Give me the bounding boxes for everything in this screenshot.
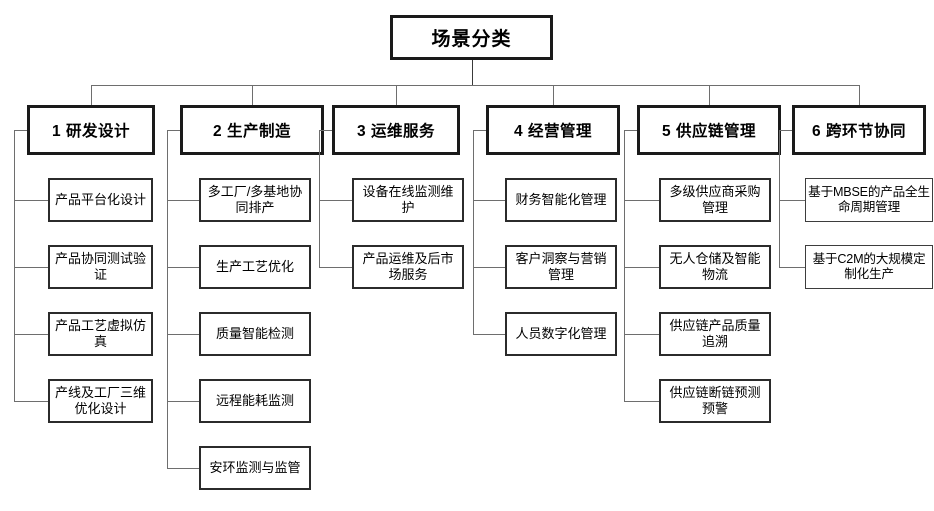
leaf-connector-4-1 <box>473 200 505 201</box>
leaf-node-label: 生产工艺优化 <box>215 259 294 275</box>
category-drop-connector-4 <box>553 85 554 105</box>
root-stem-connector <box>472 60 473 85</box>
category-header-label: 2 生产制造 <box>213 123 291 140</box>
leaf-node-label: 安环监测与监管 <box>209 460 301 476</box>
root-node[interactable]: 场景分类 <box>390 15 553 60</box>
leaf-connector-3-2 <box>319 267 352 268</box>
category-header-label: 3 运维服务 <box>357 123 435 140</box>
category-header-label: 1 研发设计 <box>52 123 130 140</box>
leaf-connector-6-1 <box>779 200 805 201</box>
leaf-connector-1-1 <box>14 200 48 201</box>
leaf-node-label: 产品运维及后市场服务 <box>362 251 454 282</box>
leaf-connector-2-2 <box>167 267 199 268</box>
leaf-connector-1-4 <box>14 401 48 402</box>
leaf-node-4-3[interactable]: 人员数字化管理 <box>505 312 617 356</box>
leaf-connector-4-3 <box>473 334 505 335</box>
category-header-label: 5 供应链管理 <box>662 123 756 140</box>
category-drop-connector-1 <box>91 85 92 105</box>
leaf-connector-6-2 <box>779 267 805 268</box>
leaf-connector-2-4 <box>167 401 199 402</box>
leaf-node-2-3[interactable]: 质量智能检测 <box>199 312 311 356</box>
category-header-2[interactable]: 2 生产制造 <box>180 105 324 155</box>
category-trunk-2 <box>167 130 168 468</box>
category-trunk-1 <box>14 130 15 401</box>
category-trunk-entry-3 <box>319 130 332 131</box>
category-drop-connector-5 <box>709 85 710 105</box>
leaf-node-label: 产品平台化设计 <box>55 192 147 208</box>
leaf-connector-2-3 <box>167 334 199 335</box>
category-drop-connector-2 <box>252 85 253 105</box>
leaf-connector-5-3 <box>624 334 659 335</box>
leaf-node-label: 质量智能检测 <box>215 326 294 342</box>
leaf-node-1-2[interactable]: 产品协同测试验证 <box>48 245 153 289</box>
category-trunk-4 <box>473 130 474 334</box>
leaf-node-1-3[interactable]: 产品工艺虚拟仿真 <box>48 312 153 356</box>
leaf-node-5-2[interactable]: 无人仓储及智能物流 <box>659 245 771 289</box>
category-trunk-entry-6 <box>779 130 792 131</box>
category-drop-connector-3 <box>396 85 397 105</box>
leaf-connector-1-2 <box>14 267 48 268</box>
leaf-node-2-2[interactable]: 生产工艺优化 <box>199 245 311 289</box>
category-trunk-6 <box>779 130 780 267</box>
category-header-3[interactable]: 3 运维服务 <box>332 105 460 155</box>
leaf-node-2-4[interactable]: 远程能耗监测 <box>199 379 311 423</box>
leaf-connector-2-5 <box>167 468 199 469</box>
leaf-node-label: 供应链断链预测预警 <box>669 385 761 416</box>
category-header-label: 6 跨环节协同 <box>812 123 906 140</box>
category-header-1[interactable]: 1 研发设计 <box>27 105 155 155</box>
leaf-node-label: 客户洞察与营销管理 <box>515 251 607 282</box>
category-header-label: 4 经营管理 <box>514 123 592 140</box>
leaf-connector-5-4 <box>624 401 659 402</box>
leaf-connector-2-1 <box>167 200 199 201</box>
leaf-node-5-1[interactable]: 多级供应商采购管理 <box>659 178 771 222</box>
leaf-node-label: 多工厂/多基地协同排产 <box>207 184 303 215</box>
leaf-node-label: 设备在线监测维护 <box>362 184 454 215</box>
category-trunk-5 <box>624 130 625 401</box>
leaf-node-5-3[interactable]: 供应链产品质量追溯 <box>659 312 771 356</box>
leaf-node-6-1[interactable]: 基于MBSE的产品全生命周期管理 <box>805 178 933 222</box>
leaf-node-2-5[interactable]: 安环监测与监管 <box>199 446 311 490</box>
leaf-node-4-2[interactable]: 客户洞察与营销管理 <box>505 245 617 289</box>
leaf-node-label: 基于C2M的大规模定制化生产 <box>812 251 926 281</box>
category-drop-connector-6 <box>859 85 860 105</box>
category-header-6[interactable]: 6 跨环节协同 <box>792 105 926 155</box>
leaf-node-label: 财务智能化管理 <box>515 192 607 208</box>
leaf-node-6-2[interactable]: 基于C2M的大规模定制化生产 <box>805 245 933 289</box>
category-trunk-entry-2 <box>167 130 180 131</box>
leaf-node-1-1[interactable]: 产品平台化设计 <box>48 178 153 222</box>
leaf-node-label: 远程能耗监测 <box>215 393 294 409</box>
leaf-node-label: 产品协同测试验证 <box>55 251 147 282</box>
leaf-node-label: 多级供应商采购管理 <box>669 184 761 215</box>
leaf-node-label: 产品工艺虚拟仿真 <box>55 318 147 349</box>
category-header-4[interactable]: 4 经营管理 <box>486 105 620 155</box>
leaf-connector-3-1 <box>319 200 352 201</box>
leaf-node-1-4[interactable]: 产线及工厂三维优化设计 <box>48 379 153 423</box>
category-header-5[interactable]: 5 供应链管理 <box>637 105 781 155</box>
category-trunk-entry-1 <box>14 130 27 131</box>
leaf-node-label: 人员数字化管理 <box>515 326 607 342</box>
leaf-node-label: 无人仓储及智能物流 <box>669 251 761 282</box>
leaf-node-5-4[interactable]: 供应链断链预测预警 <box>659 379 771 423</box>
leaf-node-2-1[interactable]: 多工厂/多基地协同排产 <box>199 178 311 222</box>
leaf-connector-5-2 <box>624 267 659 268</box>
leaf-connector-4-2 <box>473 267 505 268</box>
category-trunk-entry-5 <box>624 130 637 131</box>
leaf-node-label: 供应链产品质量追溯 <box>669 318 761 349</box>
leaf-node-4-1[interactable]: 财务智能化管理 <box>505 178 617 222</box>
category-trunk-3 <box>319 130 320 267</box>
leaf-node-label: 产线及工厂三维优化设计 <box>55 385 147 416</box>
leaf-node-3-1[interactable]: 设备在线监测维护 <box>352 178 464 222</box>
root-node-label: 场景分类 <box>431 29 512 50</box>
leaf-connector-5-1 <box>624 200 659 201</box>
leaf-node-3-2[interactable]: 产品运维及后市场服务 <box>352 245 464 289</box>
leaf-node-label: 基于MBSE的产品全生命周期管理 <box>808 184 930 214</box>
leaf-connector-1-3 <box>14 334 48 335</box>
category-bus-connector <box>91 85 859 86</box>
category-trunk-entry-4 <box>473 130 486 131</box>
